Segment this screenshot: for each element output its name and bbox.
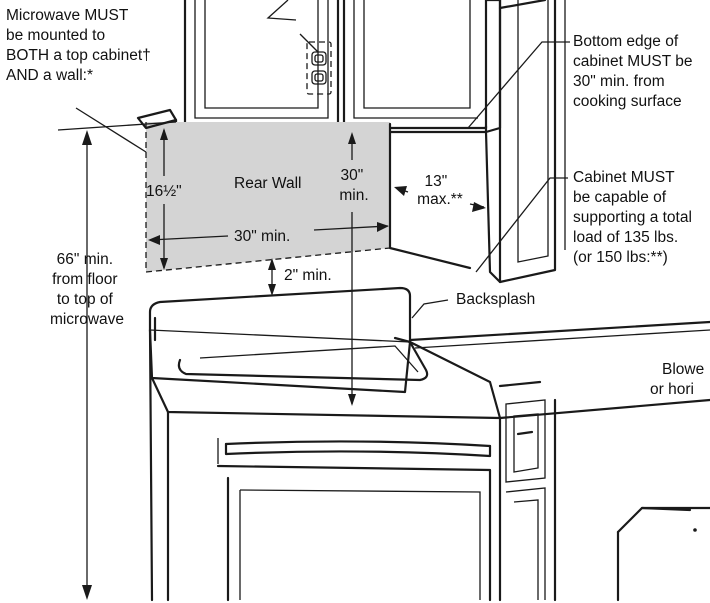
height-16-label: 16½"	[146, 183, 182, 200]
mount-note: Microwave MUST be mounted to BOTH a top …	[6, 7, 155, 84]
dimension-16-half	[160, 128, 168, 270]
dimension-13-depth	[394, 186, 486, 212]
leader-mount-note	[75, 107, 147, 153]
leader-backsplash	[411, 299, 449, 319]
bottom-edge-note: Bottom edge of cabinet MUST be 30" min. …	[573, 33, 697, 110]
dimension-66-floor	[57, 121, 177, 600]
range-backsplash	[148, 286, 412, 344]
width-30-label: 30" min.	[234, 228, 290, 245]
cabinet-hinges	[266, 0, 332, 95]
depth-13-label: 13" max.**	[417, 173, 463, 208]
gap-2-label: 2" min.	[284, 267, 332, 284]
rear-wall	[136, 108, 472, 273]
cabinet-support-note: Cabinet MUST be capable of supporting a …	[573, 169, 696, 266]
blower-box	[616, 506, 710, 602]
leader-bottom-edge	[467, 41, 570, 129]
range-body	[148, 328, 502, 602]
dimension-30-clearance	[348, 132, 356, 406]
dimension-2-gap	[268, 258, 276, 296]
side-counter	[408, 320, 710, 602]
backsplash-label: Backsplash	[456, 291, 535, 308]
clearance-30-label: 30" min.	[339, 167, 368, 204]
leader-cabinet-support	[475, 177, 568, 273]
blower-partial-label: Blowe or hori	[650, 361, 709, 398]
floor-height-label: 66" min. from floor to top of microwave	[50, 251, 124, 328]
dimension-30-width	[148, 222, 389, 245]
rear-wall-label: Rear Wall	[234, 175, 301, 192]
